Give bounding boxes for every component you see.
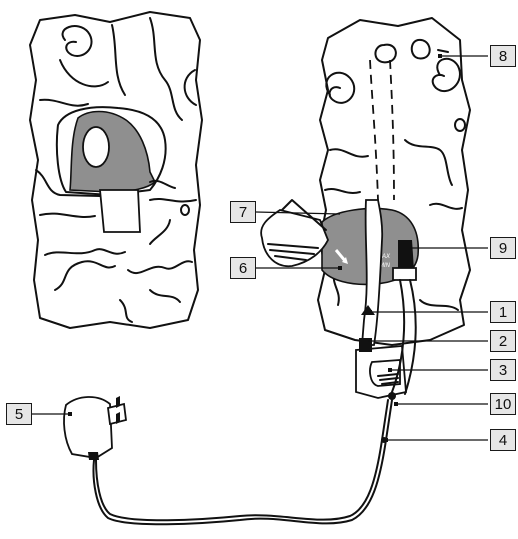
- callout-2: 2: [490, 330, 516, 352]
- callout-3: 3: [490, 359, 516, 381]
- power-cable: [94, 400, 392, 524]
- left-basin-opening: [83, 127, 109, 167]
- callout-6: 6: [230, 257, 256, 279]
- led-light: [398, 240, 414, 270]
- right-rock-side-view: MAX MIN: [318, 18, 470, 400]
- callout-5: 5: [6, 403, 32, 425]
- callout-7: 7: [230, 201, 256, 223]
- left-pipe-housing: [100, 190, 140, 232]
- callout-1: 1: [490, 301, 516, 323]
- left-rock-front-view: [30, 12, 202, 328]
- callout-10: 10: [490, 393, 516, 415]
- power-adapter: [64, 396, 126, 460]
- callout-4: 4: [490, 429, 516, 451]
- callout-9: 9: [490, 237, 516, 259]
- water-jug: [261, 200, 328, 266]
- callout-8: 8: [490, 45, 516, 67]
